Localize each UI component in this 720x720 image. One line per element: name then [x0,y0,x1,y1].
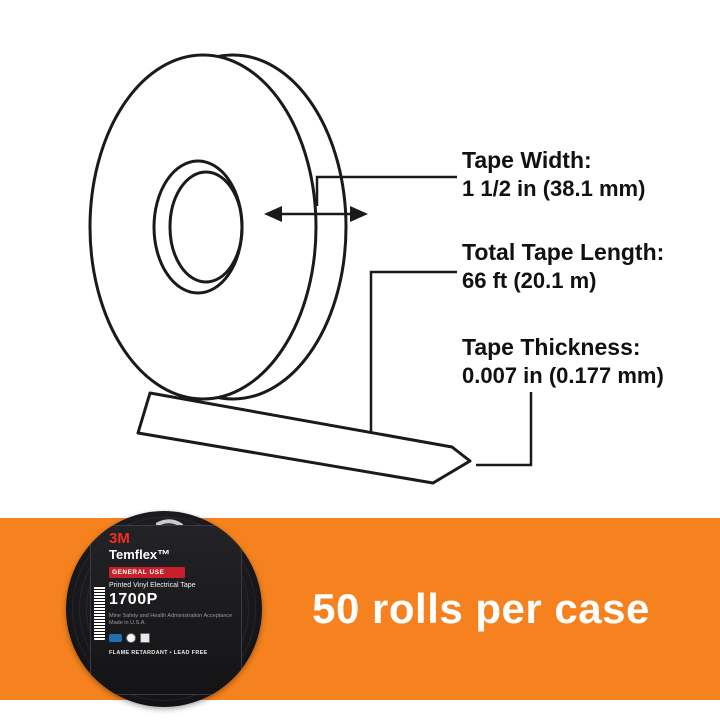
brand-logo: 3M [109,530,130,547]
tape-length-value: 66 ft (20.1 m) [462,268,597,294]
width-arrow-left-head [264,206,282,222]
product-description: Printed Vinyl Electrical Tape [109,581,196,589]
width-callout-line [315,175,457,206]
core-hole [152,159,244,295]
tape-thickness-value: 0.007 in (0.177 mm) [462,363,664,389]
spec-tape-width: Tape Width: 1 1/2 in (38.1 mm) [462,146,645,203]
small-print-line2: Made in U.S.A. [109,620,146,627]
tape-thickness-label: Tape Thickness: [462,334,641,360]
product-photo-tape-roll: 3M Temflex™ GENERAL USE Printed Vinyl El… [66,511,262,707]
flag-mark-icon [109,633,122,642]
small-print-line1: Mine Safety and Health Administration Ac… [109,612,233,619]
spec-tape-length: Total Tape Length: 66 ft (20.1 m) [462,238,664,295]
case-quantity-text: 50 rolls per case [312,585,650,632]
square-cert-icon [140,632,150,643]
tape-width-value: 1 1/2 in (38.1 mm) [462,176,646,202]
spec-tape-thickness: Tape Thickness: 0.007 in (0.177 mm) [462,333,664,390]
core-depth-line [168,170,244,284]
product-name: Temflex™ [109,546,171,562]
tape-roll-drawing [88,53,533,485]
tape-width-label: Tape Width: [462,147,592,173]
use-class-badge: GENERAL USE [109,566,185,578]
product-model: 1700P [109,590,158,608]
barcode [94,586,105,640]
width-arrow-right-head [350,206,368,222]
thickness-callout-line [476,392,533,467]
product-label: 3M Temflex™ GENERAL USE Printed Vinyl El… [90,525,242,695]
label-footer: FLAME RETARDANT • LEAD FREE [109,649,208,656]
tape-length-label: Total Tape Length: [462,239,665,265]
certification-marks [109,632,235,643]
length-callout-line [369,270,457,433]
label-small-print: Mine Safety and Health Administration Ac… [109,613,235,628]
tape-strip [136,391,472,485]
round-cert-icon [126,632,136,643]
